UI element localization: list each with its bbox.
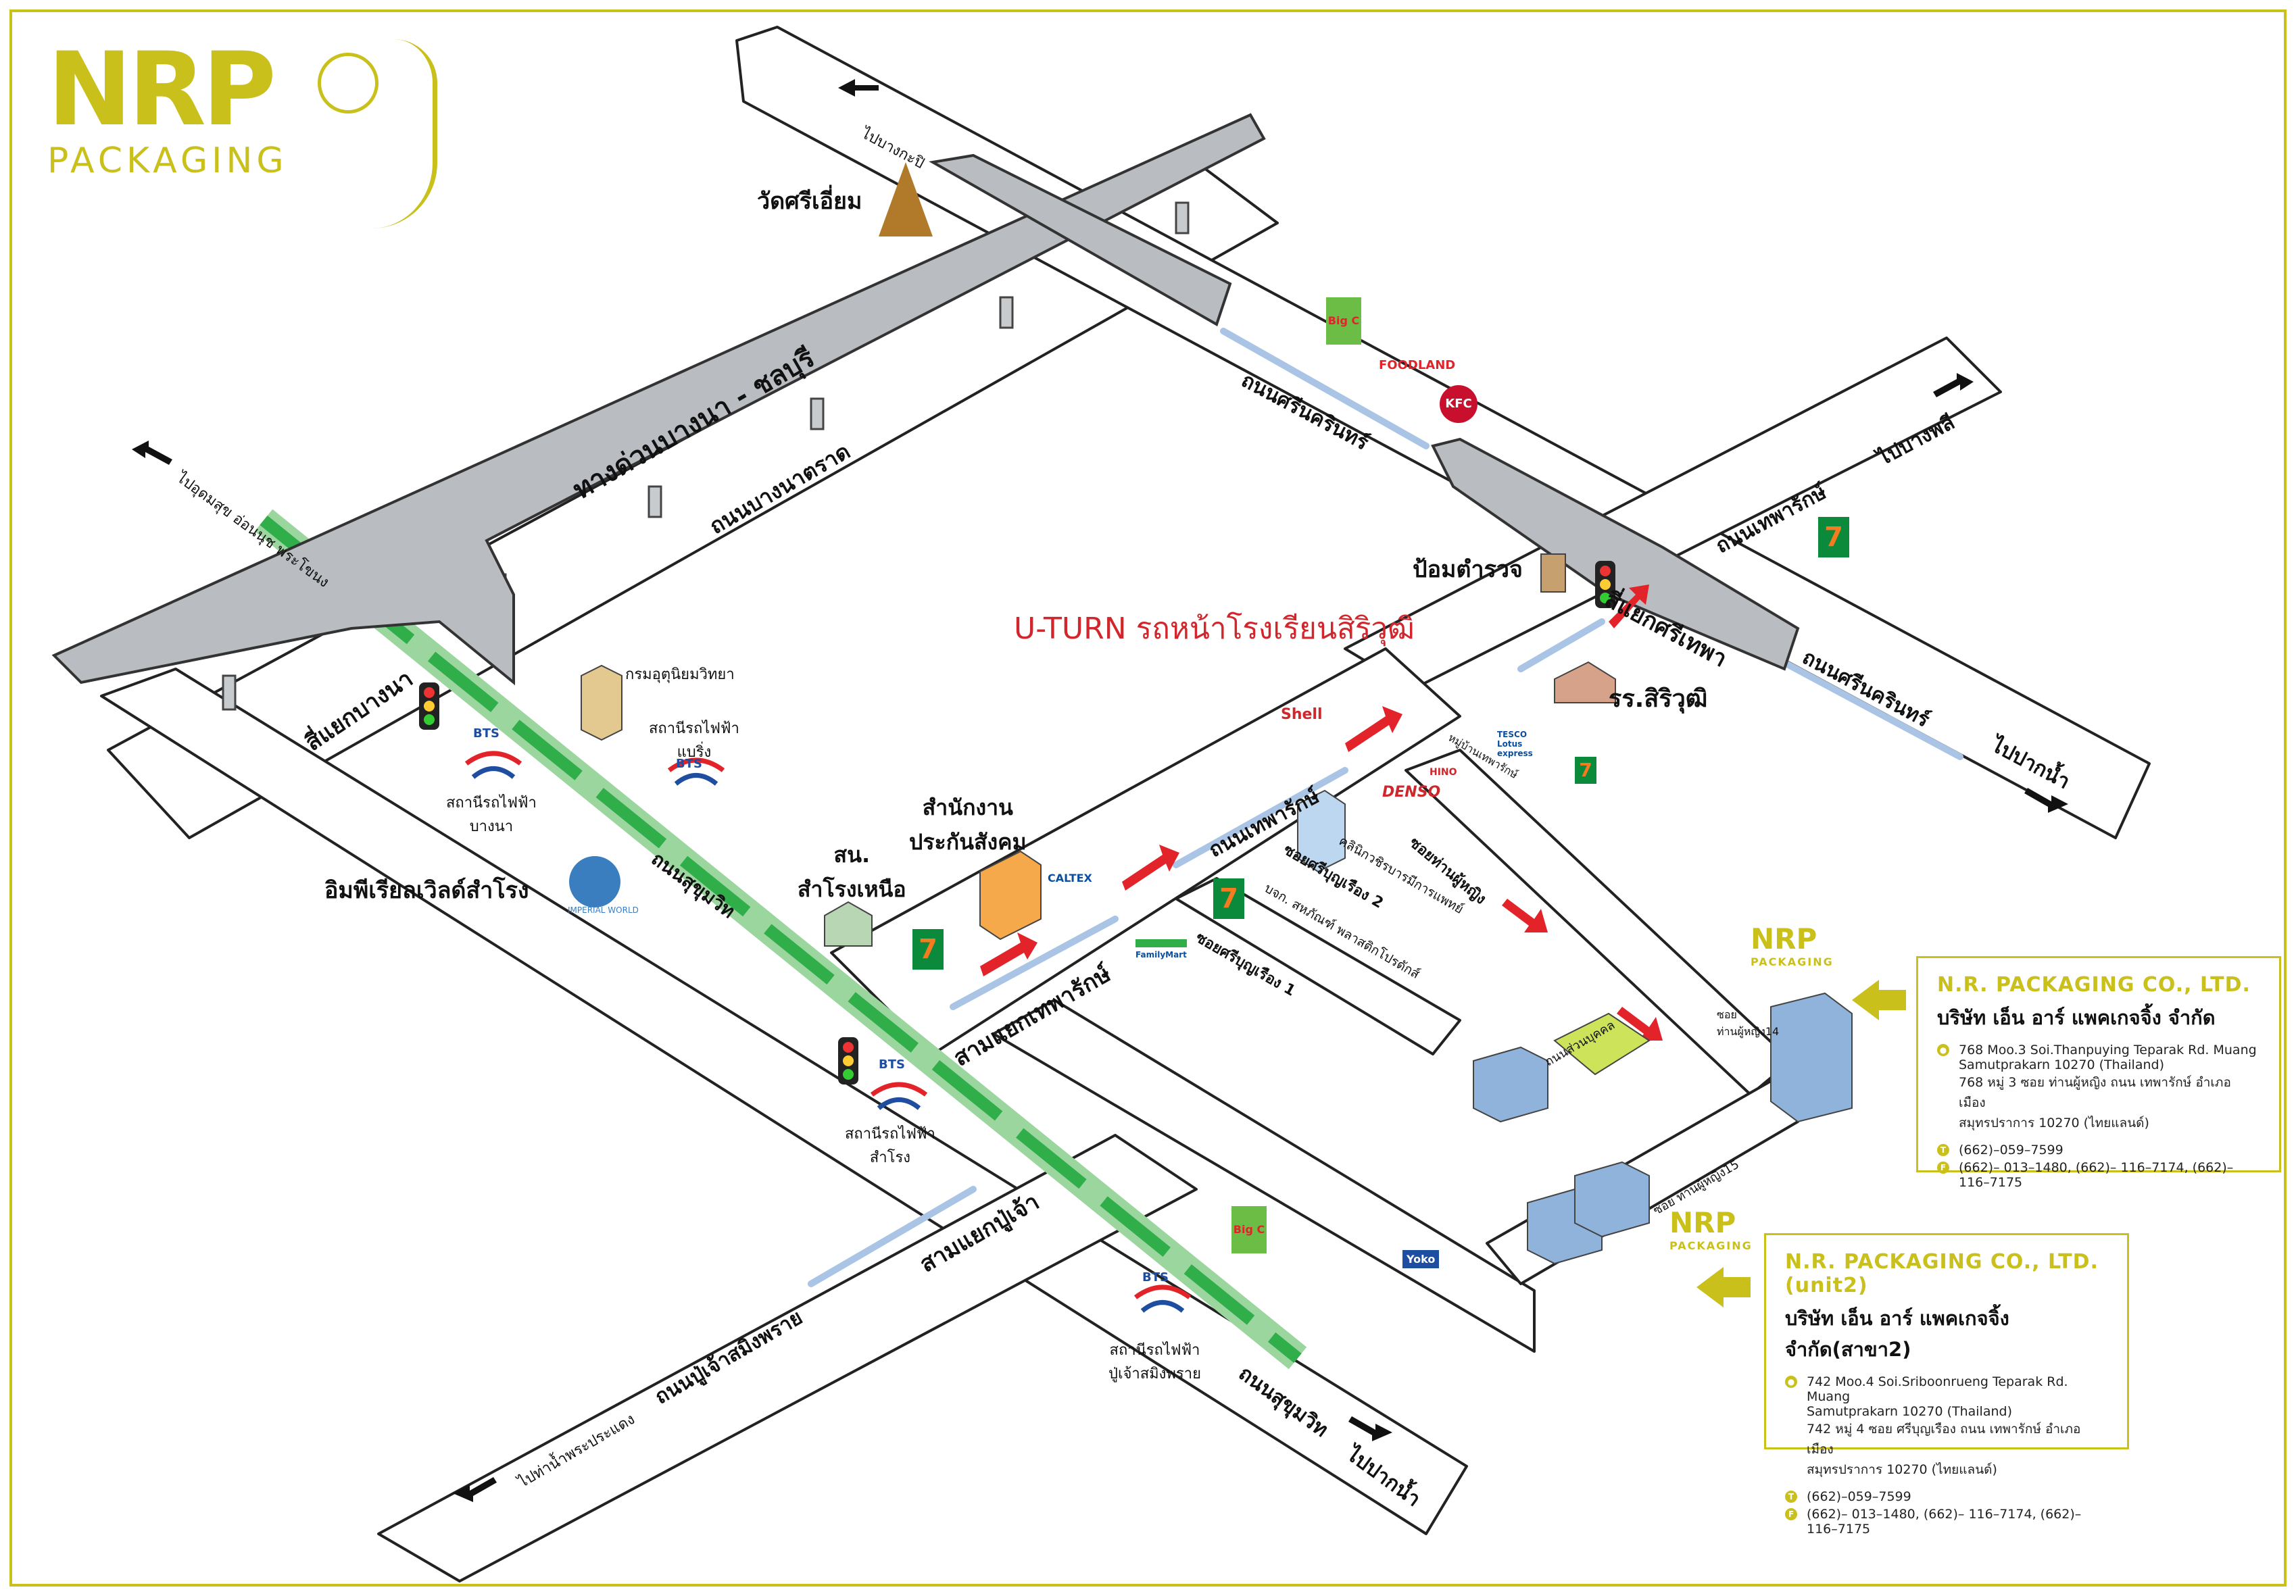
expressway-deck xyxy=(51,113,1266,686)
caltex-logo: CALTEX xyxy=(1048,872,1092,884)
card-tel: T (662)–059–7599 xyxy=(1937,1143,2260,1157)
bigc-logo-upper: Big C xyxy=(1326,297,1361,345)
seven-logo-moo-ban: 7 xyxy=(1575,757,1596,784)
card-pointer-arrows xyxy=(1696,980,1906,1307)
nrp-logo: NRP PACKAGING xyxy=(47,31,437,242)
map-pin-icon: ● xyxy=(1937,1044,1949,1056)
label-bts-bangna: สถานีรถไฟฟ้า บางนา xyxy=(446,795,537,835)
nrp-small-logo-2: NRP PACKAGING xyxy=(1669,1206,1753,1252)
card-title: N.R. PACKAGING CO., LTD. xyxy=(1937,973,2251,997)
bts-tag-puchao: BTS xyxy=(1142,1270,1169,1285)
building-social-security xyxy=(979,850,1042,941)
label-social-security: สำนักงาน ประกันสังคม xyxy=(909,795,1027,855)
bts-tag-bearing: BTS xyxy=(676,757,702,771)
logo-text: NRP xyxy=(47,31,276,149)
bts-markers xyxy=(464,751,1192,1313)
familymart-logo: FamilyMart xyxy=(1135,939,1187,959)
map-pin-icon: ● xyxy=(1785,1376,1797,1388)
seven-logo-social: 7 xyxy=(912,929,944,970)
road-soi-sriboonrueang2 xyxy=(1175,877,1461,1055)
label-dept-science: กรมอุตุนิยมวิทยา xyxy=(625,666,735,683)
label-bts-bearing: สถานีรถไฟฟ้า แบริ่ง xyxy=(649,720,739,761)
card-fax: F (662)– 013–1480, (662)– 116–7174, (662… xyxy=(1937,1160,2260,1190)
logo-sub: PACKAGING xyxy=(47,141,288,181)
atom-icon xyxy=(318,53,378,114)
flyover-srithepa xyxy=(1431,437,1800,671)
school-icon xyxy=(1554,661,1616,703)
label-school: รร.สิริวุฒิ xyxy=(1609,685,1708,713)
fax-icon: F xyxy=(1785,1508,1797,1520)
traffic-lights xyxy=(419,561,1615,1084)
label-wat-sri-iam: วัดศรีเอี่ยม xyxy=(757,188,862,215)
private-lot xyxy=(1553,1012,1651,1076)
card-title-th: บริษัท เอ็น อาร์ แพคเกจจิ้ง จำกัด(สาขา2) xyxy=(1785,1307,2009,1361)
denso-logo: DENSO xyxy=(1382,784,1441,801)
label-soi-thanpuying14: ซอย ท่านผู้หญิง14 xyxy=(1717,1008,1780,1038)
route-arrows xyxy=(980,584,1663,1041)
temple-icon xyxy=(879,162,933,236)
phone-icon: T xyxy=(1937,1144,1949,1156)
head-profile-icon xyxy=(372,39,437,228)
card-address: ● 742 Moo.4 Soi.Sriboonrueng Teparak Rd.… xyxy=(1785,1374,2108,1480)
expressway xyxy=(51,113,1800,711)
fax-icon: F xyxy=(1937,1162,1949,1174)
tesco-logo: TESCO Lotus express xyxy=(1497,730,1533,758)
bts-tag-bangna: BTS xyxy=(473,726,499,741)
road-soi-sriboonrueang1 xyxy=(992,999,1536,1353)
building-near-private-road xyxy=(1473,1046,1548,1123)
police-box-icon xyxy=(1540,553,1566,593)
phone-icon: T xyxy=(1785,1491,1797,1503)
address-card-unit2: N.R. PACKAGING CO., LTD.(unit2) บริษัท เ… xyxy=(1764,1233,2129,1537)
label-police-box: ป้อมตำรวจ xyxy=(1413,556,1523,583)
shell-logo: Shell xyxy=(1281,706,1323,723)
label-bts-puchao: สถานีรถไฟฟ้า ปู่เจ้าสมิงพราย xyxy=(1108,1342,1201,1382)
direction-arrows xyxy=(132,79,2068,1502)
building-dept xyxy=(581,664,622,741)
seven-logo-soi: 7 xyxy=(1213,878,1244,919)
label-bts-samrong: สถานีรถไฟฟ้า สำโรง xyxy=(845,1126,935,1166)
expressway-ramp-srinakarin xyxy=(929,153,1232,326)
label-uturn: U-TURN รถหน้าโรงเรียนสิริวุฒิ xyxy=(1014,612,1415,646)
road-puchao xyxy=(377,1134,1198,1582)
building-unit2-b xyxy=(1574,1161,1650,1238)
address-card-main: N.R. PACKAGING CO., LTD. บริษัท เอ็น อาร… xyxy=(1916,956,2281,1190)
label-imperial-small: IMPERIAL WORLD xyxy=(568,905,639,915)
buildings xyxy=(581,664,1853,1265)
nrp-small-logo-1: NRP PACKAGING xyxy=(1751,922,1834,968)
bts-line xyxy=(254,509,1307,1370)
card-tel: T (662)–059–7599 xyxy=(1785,1489,2108,1504)
building-nrp-main xyxy=(1770,992,1853,1123)
yoko-logo: Yoko xyxy=(1402,1250,1440,1268)
kfc-logo: KFC xyxy=(1440,385,1477,423)
seven-logo-upper: 7 xyxy=(1818,517,1849,557)
label-police-samrong: สน. สำโรงเหนือ xyxy=(798,842,906,902)
label-imperial-world: อิมพีเรียลเวิลด์สำโรง xyxy=(324,877,529,904)
building-clinic xyxy=(1297,789,1346,873)
card-fax: F (662)– 013–1480, (662)– 116–7174, (662… xyxy=(1785,1507,2108,1537)
card-title-th: บริษัท เอ็น อาร์ แพคเกจจิ้ง จำกัด xyxy=(1937,1006,2216,1029)
blue-lanes xyxy=(808,328,1963,1287)
bigc-logo-lower: Big C xyxy=(1231,1206,1267,1253)
foodland-logo: FOODLAND xyxy=(1379,358,1456,372)
hino-logo: HINO xyxy=(1430,767,1457,778)
card-address: ● 768 Moo.3 Soi.Thanpuying Teparak Rd. M… xyxy=(1937,1043,2260,1133)
bts-tag-samrong: BTS xyxy=(879,1057,905,1072)
map-frame xyxy=(9,9,2287,1587)
police-station-icon xyxy=(824,901,873,947)
card-title: N.R. PACKAGING CO., LTD.(unit2) xyxy=(1785,1250,2099,1297)
imperial-world-icon xyxy=(569,856,620,907)
